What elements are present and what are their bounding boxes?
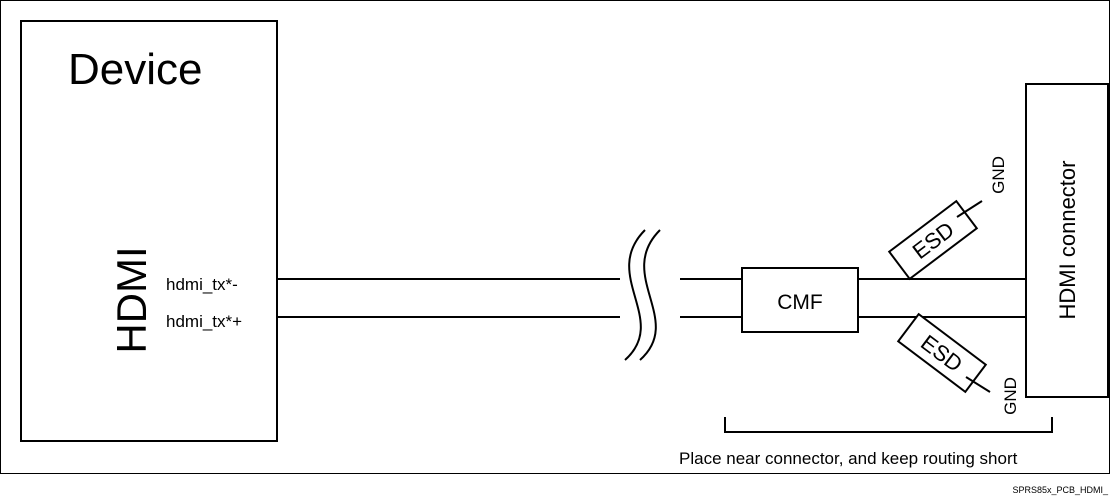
cmf-block: [741, 267, 859, 333]
hdmi-interface-label: HDMI: [108, 246, 155, 353]
esd-bottom-gnd-lead: [965, 376, 991, 393]
signal-label-minus: hdmi_tx*-: [166, 275, 238, 294]
placement-bracket: [724, 417, 1053, 433]
trace-break-symbol-right: [639, 229, 661, 361]
hdmi-connector-label: HDMI connector: [1055, 161, 1080, 320]
gnd-top-label: GND: [989, 156, 1008, 194]
device-title: Device: [68, 45, 203, 94]
trace-break-symbol-left: [624, 229, 646, 361]
figure-id: SPRS85x_PCB_HDMI_: [1012, 485, 1109, 495]
esd-top-gnd-lead: [956, 200, 983, 218]
signal-label-plus: hdmi_tx*+: [166, 312, 242, 331]
gnd-bottom-label: GND: [1001, 377, 1020, 415]
device-block: [20, 20, 278, 442]
figure-frame: [0, 0, 1110, 474]
hdmi-connector-block: [1025, 83, 1109, 398]
cmf-label: CMF: [777, 291, 823, 314]
esd-top-body: [887, 199, 979, 281]
placement-note: Place near connector, and keep routing s…: [679, 449, 1018, 468]
esd-bottom-body: [896, 312, 988, 394]
